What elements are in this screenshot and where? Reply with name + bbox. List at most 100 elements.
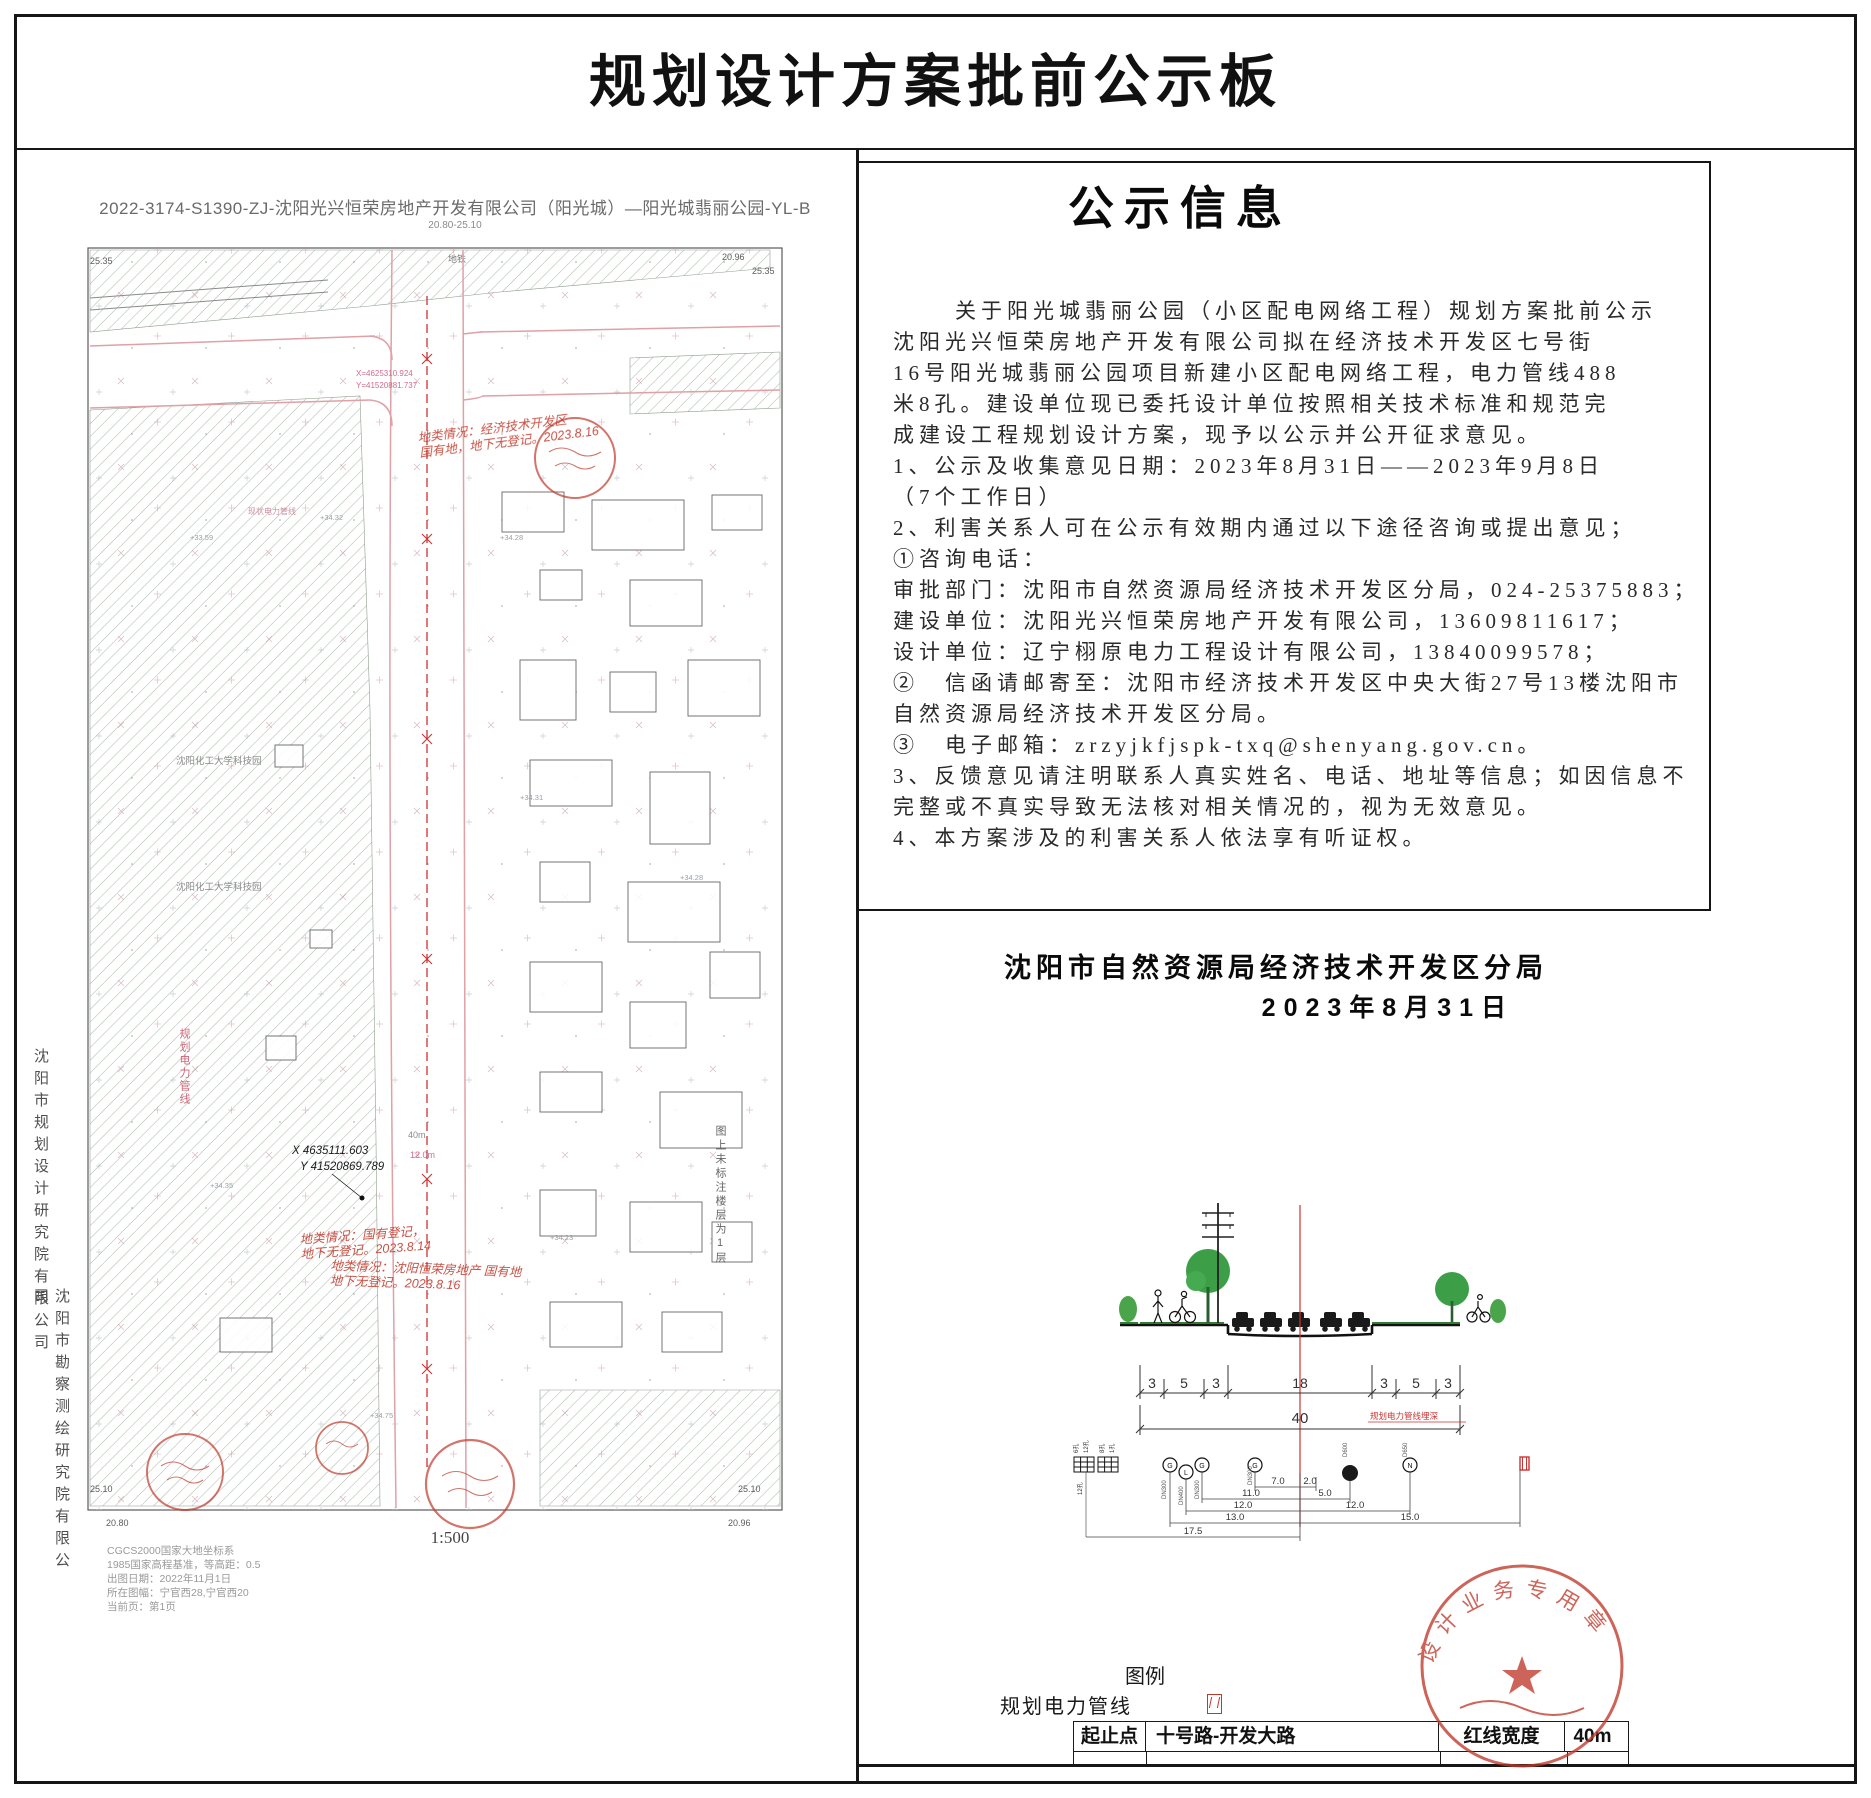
legend-item-label: 规划电力管线 <box>1000 1696 1132 1718</box>
svg-text:17.5: 17.5 <box>1184 1526 1203 1537</box>
coordinate-label-mid: X=4625310.924 Y=41520881.737 <box>356 369 418 390</box>
svg-text:25.35: 25.35 <box>90 256 113 266</box>
map-scale: 1:500 <box>430 1528 470 1547</box>
legend-title: 图例 <box>1125 1666 1165 1688</box>
stamp-star-icon <box>1502 1656 1542 1694</box>
page-title: 规划设计方案批前公示板 <box>589 51 1282 114</box>
svg-text:11.0: 11.0 <box>1242 1488 1260 1499</box>
svg-text:现状电力管线: 现状电力管线 <box>248 506 296 516</box>
power-pole <box>1202 1203 1234 1323</box>
svg-text:8孔: 8孔 <box>1098 1444 1106 1453</box>
notice-line: 米8孔。建设单位现已委托设计单位按照相关技术标准和规范完 <box>893 392 1611 416</box>
svg-text:15.0: 15.0 <box>1401 1512 1420 1523</box>
svg-text:DN300: DN300 <box>1248 1466 1254 1485</box>
svg-text:G: G <box>1167 1463 1172 1470</box>
table-value-endpoints: 十号路-开发大路 <box>1146 1722 1439 1751</box>
power-line-vertical-label: 规划电力管线 <box>178 1028 190 1106</box>
notice-line: ③ 电子邮箱：zrzyjkfjspk-txq@shenyang.gov.cn。 <box>893 733 1544 757</box>
utility-dimension-labels: 7.0 2.0 11.0 5.0 12.0 12.0 13.0 15.0 17.… <box>1184 1476 1420 1537</box>
duct-bank-symbol <box>1073 1456 1119 1537</box>
notice-line: 沈阳光兴恒荣房地产开发有限公司拟在经济技术开发区七号街 <box>893 330 1595 354</box>
planned-power-line <box>421 296 433 1472</box>
svg-text:6孔: 6孔 <box>1072 1444 1080 1453</box>
notice-title: 公示信息 <box>1068 183 1292 234</box>
notice-line: 建设单位：沈阳光兴恒荣房地产开发有限公司，13609811617； <box>893 609 1635 633</box>
notice-line: 4、本方案涉及的利害关系人依法享有听证权。 <box>893 826 1429 850</box>
bottom-section-rule <box>859 1764 1854 1767</box>
road-cross-section: 3 5 3 18 3 5 3 40 规划电力管线埋深 6孔 12孔 8孔 <box>1072 1203 1530 1541</box>
svg-text:+34.75: +34.75 <box>370 1411 393 1420</box>
svg-text:3: 3 <box>1212 1375 1220 1391</box>
notice-line: 关于阳光城翡丽公园（小区配电网络工程）规划方案批前公示 <box>955 299 1657 323</box>
map-elevation-range: 20.80-25.10 <box>428 220 482 231</box>
svg-text:N: N <box>1407 1463 1412 1470</box>
table-header-endpoints: 起止点 <box>1074 1722 1146 1751</box>
svg-text:5: 5 <box>1180 1375 1188 1391</box>
svg-text:Y=41520881.737: Y=41520881.737 <box>356 381 418 390</box>
right-verge-figures <box>1372 1272 1506 1324</box>
svg-text:沈阳化工大学科技园: 沈阳化工大学科技园 <box>176 881 262 893</box>
power-depth-note: 规划电力管线埋深 <box>1370 1411 1439 1421</box>
svg-text:G: G <box>1199 1463 1204 1470</box>
title-divider <box>17 148 1854 150</box>
metro-line <box>89 279 329 311</box>
table-header-redline-width: 红线宽度 <box>1439 1722 1565 1751</box>
site-plan-drawing: 地铁 <box>87 247 783 1530</box>
notice-line: 1、公示及收集意见日期：2023年8月31日——2023年9月8日 <box>893 454 1604 478</box>
svg-text:12孔: 12孔 <box>1082 1440 1090 1453</box>
svg-text:+34.28: +34.28 <box>500 533 523 542</box>
notice-line: 16号阳光城翡丽公园项目新建小区配电网络工程，电力管线488 <box>893 361 1621 385</box>
svg-text:3: 3 <box>1380 1375 1388 1391</box>
spot-elevations: +33.59 +34.32 +34.28 +34.35 +34.31 +34.2… <box>190 513 703 1420</box>
svg-text:18: 18 <box>1292 1375 1308 1391</box>
svg-text:沈阳化工大学科技园: 沈阳化工大学科技园 <box>176 755 262 767</box>
svg-text:12.0: 12.0 <box>1234 1500 1253 1511</box>
svg-text:Y 41520869.789: Y 41520869.789 <box>300 1161 385 1173</box>
building-outlines <box>219 491 763 1353</box>
dimension-row-labels: 3 5 3 18 3 5 3 <box>1148 1375 1452 1391</box>
table-partial-row <box>1073 1751 1629 1765</box>
panel-divider <box>856 148 859 1782</box>
svg-text:DN300: DN300 <box>1195 1480 1201 1499</box>
svg-text:5: 5 <box>1412 1375 1420 1391</box>
notice-line: （7个工作日） <box>893 485 1065 509</box>
svg-text:7.0: 7.0 <box>1271 1476 1284 1487</box>
map-footer-notes: CGCS2000国家大地坐标系 1985国家高程基准，等高距：0.5 出图日期：… <box>107 1545 261 1613</box>
notice-line: 完整或不真实导致无法核对相关情况的，视为无效意见。 <box>893 795 1543 819</box>
issuing-authority: 沈阳市自然资源局经济技术开发区分局 <box>1004 953 1548 983</box>
notice-line: 2、利害关系人可在公示有效期内通过以下途径咨询或提出意见； <box>893 516 1637 540</box>
svg-text:12.0: 12.0 <box>1346 1500 1365 1511</box>
notice-box <box>859 161 1711 911</box>
notice-line: 自然资源局经济技术开发区分局。 <box>893 702 1283 726</box>
notice-line: 审批部门：沈阳市自然资源局经济技术开发区分局，024-25375883； <box>893 578 1700 602</box>
notice-body: 关于阳光城翡丽公园（小区配电网络工程）规划方案批前公示 沈阳光兴恒荣房地产开发有… <box>893 296 1700 854</box>
svg-text:5.0: 5.0 <box>1318 1488 1331 1499</box>
dimension-row-segments <box>1135 1365 1465 1399</box>
utility-dimensions <box>1086 1470 1521 1541</box>
survey-marks <box>88 248 782 1510</box>
metro-label: 地铁 <box>448 253 466 264</box>
svg-text:DN300: DN300 <box>1162 1480 1168 1499</box>
svg-text:3: 3 <box>1148 1375 1156 1391</box>
svg-text:25.10: 25.10 <box>738 1484 761 1494</box>
utility-symbols: G L G G N DN300 DN400 DN300 DN300 D600 D… <box>1162 1442 1530 1505</box>
red-stamp: 设计业务专用章 <box>1415 1564 1624 1768</box>
svg-text:DN400: DN400 <box>1179 1486 1185 1505</box>
left-verge-figures <box>1119 1249 1230 1324</box>
coordinate-label-bottom: X 4635111.603 Y 41520869.789 <box>291 1145 385 1201</box>
duct-bank-labels: 6孔 12孔 8孔 1孔 12孔 <box>1072 1440 1116 1495</box>
svg-text:1孔: 1孔 <box>1108 1444 1116 1453</box>
svg-text:D650: D650 <box>1403 1442 1409 1457</box>
svg-text:+34.23: +34.23 <box>550 1233 573 1242</box>
map-inner-labels: 沈阳化工大学科技园 沈阳化工大学科技园 40m 12.0m 现状电力管线 <box>176 506 435 1160</box>
map-document-title: 2022-3174-S1390-ZJ-沈阳光兴恒荣房地产开发有限公司（阳光城）—… <box>99 199 811 218</box>
svg-text:40m: 40m <box>408 1130 426 1140</box>
svg-text:3: 3 <box>1444 1375 1452 1391</box>
svg-text:+34.32: +34.32 <box>320 513 343 522</box>
cars <box>1232 1312 1370 1332</box>
corner-elevations: 25.35 20.96 25.35 25.10 20.80 25.10 20.9… <box>90 252 775 1528</box>
svg-text:25.10: 25.10 <box>90 1484 113 1494</box>
institute-name-1: 沈阳市规划设计研究院有限公司 <box>32 1048 49 1356</box>
notice-line: 设计单位：辽宁栩原电力工程设计有限公司，13840099578； <box>893 640 1610 664</box>
